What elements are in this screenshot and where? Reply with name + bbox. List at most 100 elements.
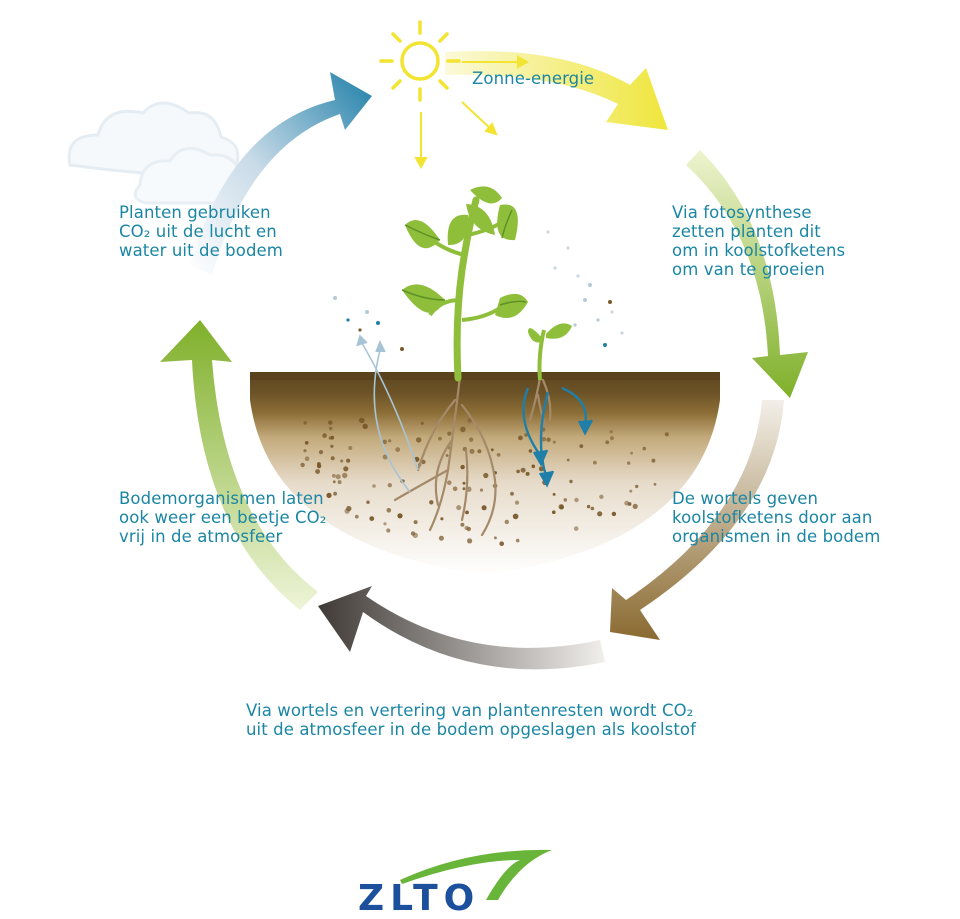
soil-particle — [477, 449, 482, 454]
soil-particle — [333, 491, 337, 496]
soil-particle — [514, 500, 520, 505]
soil-particle — [528, 449, 533, 453]
soil-particle — [447, 480, 452, 486]
soil-particle — [452, 486, 458, 492]
soil-particle — [328, 420, 333, 425]
soil-particle — [372, 484, 376, 488]
arrow-storage — [318, 586, 605, 670]
soil-particle — [515, 538, 520, 543]
soil-particle — [469, 437, 474, 442]
soil-particle — [467, 538, 473, 544]
soil-particle — [624, 500, 630, 506]
seedling-icon — [528, 323, 572, 381]
soil-particle — [462, 481, 466, 485]
soil-particle — [329, 426, 333, 431]
soil-particle — [386, 528, 391, 533]
soil-particle — [315, 469, 320, 474]
soil-particle — [605, 440, 610, 445]
soil-particle — [629, 489, 633, 493]
soil-particle — [510, 491, 514, 496]
soil-particle — [518, 435, 523, 441]
soil-particle — [496, 453, 501, 457]
soil-particle — [590, 506, 595, 511]
soil-particle — [447, 431, 452, 436]
soil-particle — [330, 444, 334, 448]
cloud-icon — [67, 101, 244, 205]
soil-particle — [574, 497, 579, 503]
soil-particle — [438, 436, 442, 441]
soil-particle — [326, 492, 332, 498]
soil-particle — [563, 498, 568, 502]
sun-icon — [379, 20, 461, 102]
soil-particle — [397, 513, 403, 519]
soil-particle — [597, 511, 603, 517]
soil-particle — [460, 522, 465, 527]
soil-particle — [420, 421, 424, 425]
soil-particle — [412, 532, 418, 538]
soil-particle — [516, 469, 520, 474]
roots — [393, 374, 552, 537]
soil-particle — [395, 447, 401, 452]
soil-particle — [343, 466, 349, 472]
soil-particle — [387, 483, 392, 488]
soil-particle — [304, 441, 309, 445]
soil-particle — [469, 448, 475, 454]
soil-particle — [383, 522, 387, 526]
soil-particle — [416, 437, 422, 443]
soil-particle — [348, 446, 353, 450]
co2-release-arrows — [356, 334, 419, 493]
soil-particle — [573, 526, 579, 531]
soil-particle — [330, 456, 335, 461]
soil-particle — [664, 432, 669, 437]
soil-particle — [386, 508, 392, 513]
logo-swoosh-icon — [400, 849, 552, 900]
soil-particle — [300, 462, 305, 468]
photosynthesis-caption: Via fotosynthese zetten planten dit om i… — [672, 203, 846, 279]
soil-particle — [465, 510, 469, 515]
soil-particle — [303, 449, 307, 453]
soil-particle — [493, 536, 497, 540]
cycle-arrows — [160, 50, 808, 670]
soil-particle — [303, 421, 307, 425]
soil-particle — [569, 479, 573, 484]
soil-particle — [328, 436, 332, 440]
soil-particle — [593, 460, 597, 465]
soil-particle — [388, 439, 392, 443]
soil-particle — [440, 517, 444, 521]
uptake-caption: Planten gebruiken CO₂ uit de lucht en wa… — [119, 203, 283, 260]
soil-particle — [630, 451, 633, 455]
soil-particle — [322, 433, 327, 438]
air-particles — [333, 230, 624, 351]
soil-particle — [579, 444, 584, 448]
soil-particle — [520, 467, 526, 473]
arrow-organisms — [160, 320, 318, 610]
soil-particle — [304, 456, 310, 462]
carbon-cycle-diagram — [67, 20, 808, 900]
soil-particle — [337, 480, 342, 485]
arrow-uptake — [190, 72, 372, 275]
soil-particle — [460, 464, 465, 470]
soil-particle — [651, 458, 656, 463]
soil-particle — [359, 417, 365, 423]
soil-particle — [632, 503, 638, 509]
soil-particle — [531, 464, 536, 469]
soil-particle — [552, 510, 556, 514]
soil-particle — [340, 459, 344, 463]
soil-particle — [512, 513, 519, 520]
soil-particle — [499, 541, 505, 546]
soil-particle — [525, 471, 530, 476]
soil-particle — [460, 426, 466, 433]
soil-particle — [552, 492, 556, 496]
soil-particle — [318, 450, 324, 455]
soil-particle — [317, 462, 321, 466]
soil-particle — [479, 488, 484, 492]
soil-particle — [504, 519, 509, 525]
sun-rays — [414, 55, 530, 170]
soil-particle — [481, 505, 487, 511]
soil-particle — [586, 504, 591, 509]
soil-particle — [462, 487, 466, 491]
soil-particle — [541, 437, 547, 442]
soil-particle — [346, 505, 352, 512]
soil-particle — [342, 472, 348, 479]
soil-particle — [369, 516, 375, 521]
